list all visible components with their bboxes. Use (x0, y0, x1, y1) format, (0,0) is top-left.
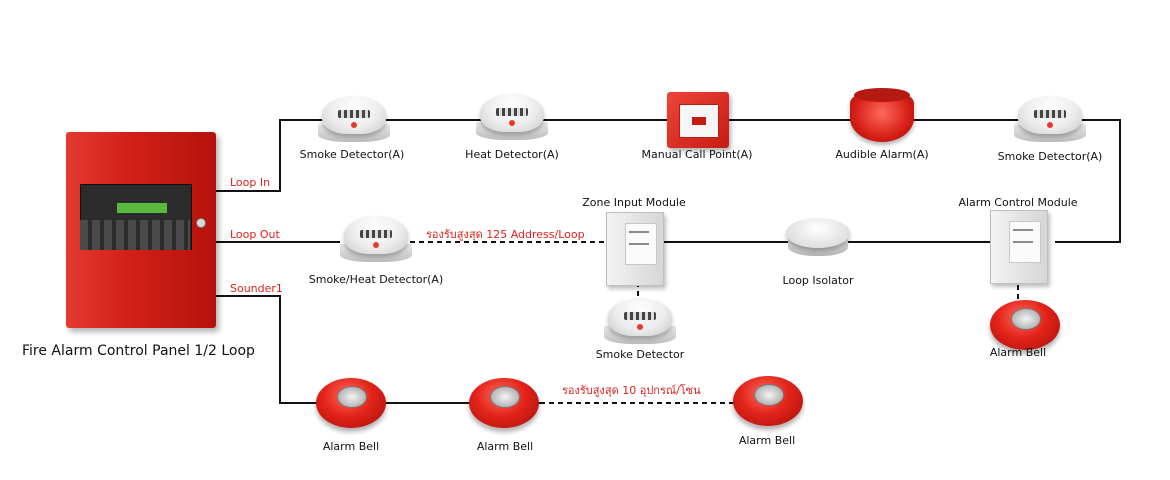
alarm-bell-3 (733, 370, 803, 430)
smoke-detector-a-2-label: Smoke Detector(A) (997, 150, 1103, 163)
alarm-bell-module (990, 294, 1060, 354)
fire-alarm-control-panel (66, 132, 216, 328)
panel-keypad (80, 220, 190, 250)
alarm-bell-1-label: Alarm Bell (322, 440, 380, 453)
sounder-label: Sounder1 (230, 282, 283, 295)
loop-out-label: Loop Out (230, 228, 280, 241)
zone-input-module (606, 212, 664, 286)
smoke-detector-a-2 (1014, 96, 1086, 148)
panel-title: Fire Alarm Control Panel 1/2 Loop (22, 343, 255, 359)
alarm-bell-2 (469, 372, 539, 432)
sounder-capacity-note: รองรับสูงสุด 10 อุปกรณ์/โซน (562, 384, 701, 397)
alarm-bell-1 (316, 372, 386, 432)
alarm-bell-2-label: Alarm Bell (476, 440, 534, 453)
smoke-heat-detector-a-label: Smoke/Heat Detector(A) (308, 273, 444, 286)
alarm-control-module (990, 210, 1048, 284)
audible-alarm-a-label: Audible Alarm(A) (835, 148, 929, 161)
heat-detector-a (476, 94, 548, 146)
manual-call-point-a-label: Manual Call Point(A) (641, 148, 753, 161)
loop-isolator (786, 218, 850, 260)
loop-in-label: Loop In (230, 176, 271, 189)
audible-alarm-a (850, 88, 914, 144)
smoke-detector-a-1-label: Smoke Detector(A) (299, 148, 405, 161)
sounder-wire (215, 295, 540, 404)
alarm-bell-3-label: Alarm Bell (738, 434, 796, 447)
smoke-heat-detector-a (340, 216, 412, 268)
heat-detector-a-label: Heat Detector(A) (465, 148, 559, 161)
alarm-bell-module-label: Alarm Bell (989, 346, 1047, 359)
zone-input-module-label: Zone Input Module (582, 196, 686, 209)
smoke-detector (604, 298, 676, 350)
panel-lock-icon (196, 218, 206, 228)
manual-call-point-a (667, 92, 729, 148)
smoke-detector-label: Smoke Detector (595, 348, 685, 361)
alarm-control-module-label: Alarm Control Module (958, 196, 1078, 209)
loop-isolator-label: Loop Isolator (782, 274, 854, 287)
smoke-detector-a-1 (318, 96, 390, 148)
loop-capacity-note: รองรับสูงสุด 125 Address/Loop (426, 228, 585, 241)
